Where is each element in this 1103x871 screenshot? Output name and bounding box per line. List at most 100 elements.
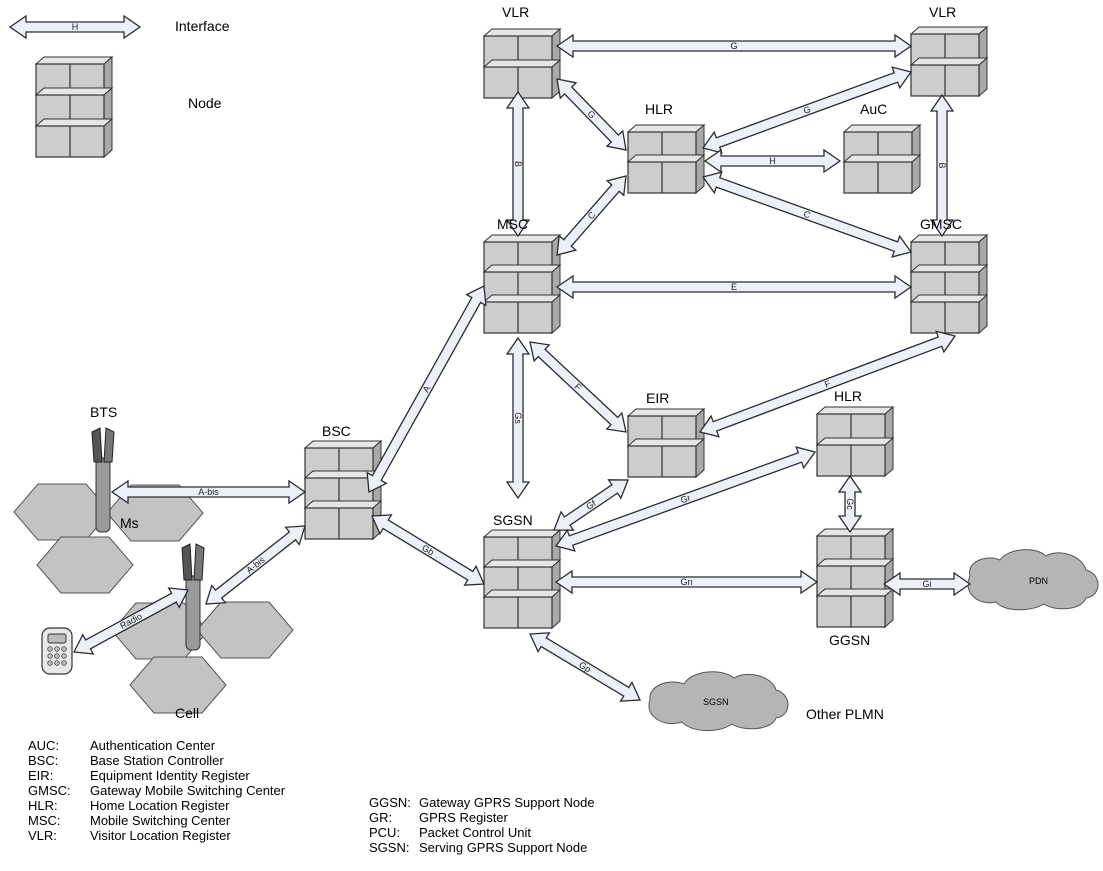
interface-label: B xyxy=(513,161,523,167)
legend-entry: EIR: Equipment Identity Register xyxy=(28,768,285,783)
legend-description: Mobile Switching Center xyxy=(90,813,231,828)
e-msc-gmsc-arrow: E xyxy=(555,274,913,300)
interface-arrow-shape xyxy=(505,90,531,238)
interface-arrow-shape xyxy=(882,571,972,597)
legend-abbreviation: AUC: xyxy=(28,738,60,753)
vlr-right-label: VLR xyxy=(929,4,956,20)
legend-abbreviation: PCU: xyxy=(369,825,401,840)
interface-label: Gn xyxy=(680,577,692,587)
interface-label: A-bis xyxy=(198,487,219,497)
interface-arrow-shape xyxy=(698,330,957,438)
interface-arrow-shape xyxy=(703,148,842,174)
gn-sgsn-ggsn-arrow: Gn xyxy=(554,569,819,595)
g-vlr-hlr-arrow: G xyxy=(556,78,627,151)
legend-description: Serving GPRS Support Node xyxy=(419,840,588,855)
legend-description: Base Station Controller xyxy=(90,753,224,768)
legend-abbreviation: BSC: xyxy=(28,753,59,768)
other-plmn-cloud-icon xyxy=(648,671,789,731)
legend-entry: BSC: Base Station Controller xyxy=(28,753,285,768)
legend-description: Authentication Center xyxy=(90,738,216,753)
key-node-label: Node xyxy=(188,95,222,111)
b-vlr-msc-arrow: B xyxy=(505,90,531,238)
cell-hexagon xyxy=(196,601,294,659)
legend-entry: SGSN: Serving GPRS Support Node xyxy=(369,840,595,855)
legend-description: GPRS Register xyxy=(419,810,508,825)
auc-label: AuC xyxy=(860,101,887,117)
gb-bsc-sgsn-arrow: Gb xyxy=(371,514,485,586)
h-hlr-auc-arrow: H xyxy=(703,148,842,174)
g-hlr-vlr-arrow: G xyxy=(701,66,913,154)
interface-label: C xyxy=(586,209,598,221)
key-interface-label: Interface xyxy=(175,18,230,34)
interface-arrow-shape xyxy=(837,474,863,534)
legend-entry: GGSN:Gateway GPRS Support Node xyxy=(369,795,595,810)
legend-description: Gateway Mobile Switching Center xyxy=(90,783,286,798)
interface-arrow-shape xyxy=(555,274,913,300)
interface-label: Gi xyxy=(923,579,932,589)
interface-label: Gs xyxy=(513,412,523,424)
legend-description: Visitor Location Register xyxy=(90,828,231,843)
interface-label: G xyxy=(802,104,812,116)
hlr-top-label: HLR xyxy=(645,101,673,117)
legend-abbreviation: GGSN: xyxy=(369,795,411,810)
interface-arrow-shape xyxy=(366,284,487,494)
legend-entry: HLR: Home Location Register xyxy=(28,798,285,813)
interface-arrow-shape xyxy=(701,66,913,154)
gr-sgsn-hlr-arrow: Gr xyxy=(554,446,817,552)
interface-arrow-shape xyxy=(554,569,819,595)
legend-abbreviation: MSC: xyxy=(28,813,61,828)
hlr-gprs-label: HLR xyxy=(834,388,862,404)
interface-arrow-shape xyxy=(505,336,531,500)
cloud-pdn-label: PDN xyxy=(1029,576,1048,586)
bsc-label: BSC xyxy=(322,423,351,439)
legend-abbreviation: VLR: xyxy=(28,828,57,843)
abis-cell-bsc-arrow: A-bis xyxy=(205,525,306,605)
hlr-top-node xyxy=(627,124,705,194)
cloud-sgsn-label: SGSN xyxy=(703,697,729,707)
interface-arrow-shape xyxy=(553,479,629,531)
eir-label: EIR xyxy=(646,390,669,406)
gc-hlr-ggsn-arrow: Gc xyxy=(837,474,863,534)
interface-arrow-shape xyxy=(929,93,955,238)
interface-arrow-shape xyxy=(556,78,627,151)
interface-arrow-shape xyxy=(529,632,641,702)
legend-abbreviation: EIR: xyxy=(28,768,54,783)
vlr-left-label: VLR xyxy=(502,4,529,20)
auc-node xyxy=(843,124,921,194)
f-msc-eir-arrow: F xyxy=(529,341,627,433)
legend-entry: AUC: Authentication Center xyxy=(28,738,285,753)
legend-description: Equipment Identity Register xyxy=(90,768,250,783)
legend-entry: GR:GPRS Register xyxy=(369,810,595,825)
cell-hexagon xyxy=(36,536,134,594)
gmsc-label: GMSC xyxy=(920,216,962,232)
interface-label: E xyxy=(731,282,737,292)
mobile-phone-icon xyxy=(41,627,73,675)
sgsn-label: SGSN xyxy=(493,512,533,528)
key-node-icon xyxy=(35,56,113,158)
interface-arrow-shape xyxy=(72,587,190,655)
interface-arrow-shape xyxy=(556,175,627,256)
gi-ggsn-pdn-arrow: Gi xyxy=(882,571,972,597)
interface-arrow-shape xyxy=(554,446,817,552)
c-hlr-gmsc-arrow: C xyxy=(701,171,913,258)
f-gmsc-eir-arrow: F xyxy=(698,330,957,438)
legend-entry: PCU:Packet Control Unit xyxy=(369,825,595,840)
pdn-cloud-icon xyxy=(967,549,1099,611)
interface-label: A xyxy=(421,384,433,394)
legend-abbreviation: HLR: xyxy=(28,798,58,813)
cell-antenna-icon xyxy=(181,543,205,651)
eir-node xyxy=(627,408,705,478)
hlr-gprs-node xyxy=(816,406,894,477)
vlr-left-node xyxy=(483,28,561,99)
interface-label: B xyxy=(937,162,947,168)
interface-label: H xyxy=(769,156,776,166)
interface-arrow-shape xyxy=(529,341,627,433)
interface-arrow-shape xyxy=(371,514,485,586)
legend-abbreviation: SGSN: xyxy=(369,840,410,855)
vlr-right-node xyxy=(910,26,988,97)
legend-description: Home Location Register xyxy=(90,798,230,813)
legend-entry: GMSC:Gateway Mobile Switching Center xyxy=(28,783,285,798)
interface-arrow-shape xyxy=(555,33,913,59)
